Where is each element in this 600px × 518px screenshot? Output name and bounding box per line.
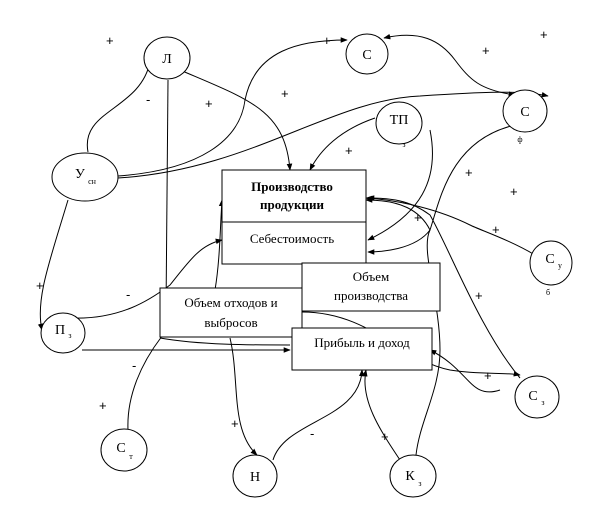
node-c-top: С bbox=[345, 33, 389, 75]
edge-ysn-to-pz bbox=[37, 199, 69, 331]
svg-text:з: з bbox=[402, 140, 405, 149]
svg-text:Н: Н bbox=[250, 470, 260, 485]
sign-plus: + bbox=[381, 429, 389, 444]
edge-pz-to-cost bbox=[69, 238, 223, 319]
sign-plus: + bbox=[106, 33, 114, 48]
edge-c-top-to-c-f bbox=[383, 33, 516, 97]
production-title-line2: продукции bbox=[260, 197, 324, 212]
edge-l-to-production bbox=[179, 69, 293, 171]
sign-minus: - bbox=[126, 287, 130, 302]
svg-text:С: С bbox=[545, 252, 554, 267]
sign-plus: + bbox=[540, 27, 548, 42]
edge-cu-to-production bbox=[365, 195, 536, 256]
svg-text:К: К bbox=[405, 469, 415, 484]
edge-ysn-to-c-top bbox=[117, 37, 348, 177]
sign-plus: + bbox=[414, 210, 422, 225]
box-waste: Объем отходов и выбросов bbox=[159, 287, 303, 338]
sign-plus: + bbox=[281, 86, 289, 101]
sign-plus: + bbox=[99, 398, 107, 413]
svg-text:з: з bbox=[68, 331, 71, 340]
waste-line1: Объем отходов и bbox=[184, 295, 277, 310]
edge-c-f-to-cost bbox=[367, 124, 516, 255]
sign-minus: - bbox=[132, 358, 136, 373]
node-c-f: С ф bbox=[502, 89, 548, 144]
edge-ysn-to-c-f bbox=[117, 91, 549, 179]
svg-text:С: С bbox=[520, 105, 529, 120]
svg-text:ф: ф bbox=[517, 135, 522, 144]
waste-line2: выбросов bbox=[204, 315, 257, 330]
node-u-sn: У сн bbox=[51, 152, 119, 202]
node-n: Н bbox=[232, 454, 278, 498]
sign-plus: + bbox=[482, 43, 490, 58]
edge-tp-to-production bbox=[309, 117, 376, 171]
node-p-z: П з bbox=[40, 312, 86, 354]
cost-label: Себестоимость bbox=[250, 231, 334, 246]
sign-plus: + bbox=[475, 288, 483, 303]
sign-plus: + bbox=[465, 165, 473, 180]
node-k-z: К з bbox=[389, 454, 437, 498]
edge-l-down-to-waste bbox=[163, 79, 169, 313]
edge-n-to-profit bbox=[272, 369, 365, 461]
edge-cz-to-production bbox=[367, 195, 521, 379]
edge-waste-to-n bbox=[229, 337, 258, 456]
svg-text:сн: сн bbox=[88, 177, 97, 186]
sign-plus: + bbox=[484, 368, 492, 383]
node-c-z: С з bbox=[514, 375, 560, 419]
edge-waste-line bbox=[159, 337, 291, 346]
node-l: Л bbox=[143, 36, 191, 80]
node-c-u: С у б bbox=[529, 240, 573, 297]
sign-minus: - bbox=[146, 92, 150, 107]
svg-text:з: з bbox=[418, 479, 421, 488]
svg-text:С: С bbox=[362, 48, 371, 63]
node-tp: ТП з bbox=[375, 101, 423, 149]
edge-tp-to-cost bbox=[367, 129, 433, 241]
volume-line2: производства bbox=[334, 288, 408, 303]
svg-text:С: С bbox=[116, 441, 125, 456]
sign-plus: + bbox=[231, 416, 239, 431]
svg-text:С: С bbox=[528, 389, 537, 404]
sign-plus: + bbox=[492, 222, 500, 237]
sign-plus: + bbox=[36, 278, 44, 293]
svg-text:з: з bbox=[541, 398, 544, 407]
edge-cz-to-profit bbox=[429, 349, 501, 393]
volume-line1: Объем bbox=[353, 269, 389, 284]
svg-text:П: П bbox=[55, 323, 65, 338]
profit-label: Прибыль и доход bbox=[314, 335, 410, 350]
box-production: Производство продукции Себестоимость bbox=[221, 169, 367, 265]
node-c-t: С т bbox=[100, 428, 148, 472]
svg-text:б: б bbox=[546, 288, 550, 297]
svg-text:Л: Л bbox=[162, 52, 172, 67]
edge-waste-to-cz bbox=[301, 311, 521, 377]
box-profit: Прибыль и доход bbox=[291, 327, 433, 371]
sign-minus: - bbox=[310, 426, 314, 441]
production-title-line1: Производство bbox=[251, 179, 333, 194]
box-volume: Объем производства bbox=[301, 262, 441, 312]
sign-plus: + bbox=[205, 96, 213, 111]
edge-ysn-to-l bbox=[86, 61, 152, 153]
svg-text:у: у bbox=[558, 261, 562, 270]
sign-plus: + bbox=[345, 143, 353, 158]
svg-text:т: т bbox=[129, 452, 133, 461]
edge-kz-to-profit bbox=[362, 369, 401, 461]
sign-plus: + bbox=[323, 33, 331, 48]
signs: + + + + - + + + + + + + - + - + + + - + … bbox=[36, 27, 548, 444]
sign-plus: + bbox=[510, 184, 518, 199]
svg-text:ТП: ТП bbox=[390, 113, 409, 128]
svg-text:У: У bbox=[75, 167, 85, 182]
